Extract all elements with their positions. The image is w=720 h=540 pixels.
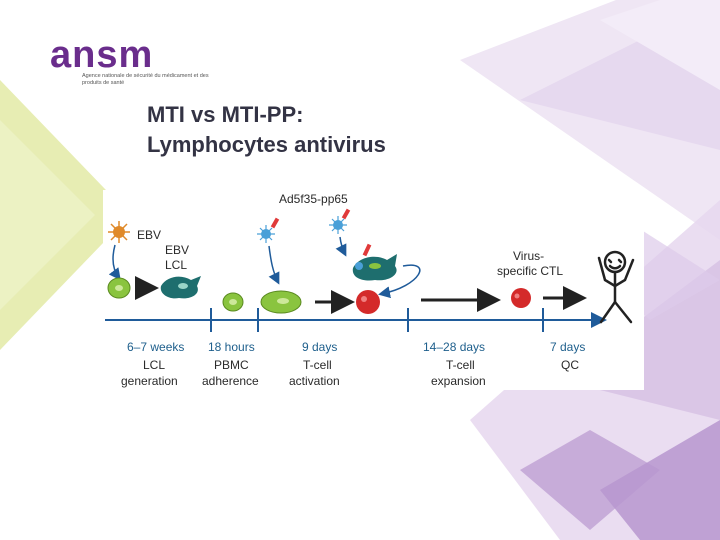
- step-label: generation: [121, 374, 178, 388]
- step-label: LCL: [143, 358, 166, 372]
- step-label: activation: [289, 374, 340, 388]
- ebv-virus-icon: [108, 221, 130, 243]
- logo-wordmark: ansm: [50, 34, 154, 76]
- ctl-icon: [511, 288, 531, 308]
- title-line-1: MTI vs MTI-PP:: [147, 102, 304, 127]
- step-label: adherence: [202, 374, 259, 388]
- ebv-lcl-label-line2: LCL: [165, 258, 188, 272]
- ebv-infection-arrow: [108, 244, 121, 281]
- title-line-2: Lymphocytes antivirus: [147, 132, 386, 157]
- duration-label: 18 hours: [208, 340, 255, 354]
- step-label: T-cell: [303, 358, 332, 372]
- ebv-lcl-label-line1: EBV: [165, 243, 190, 257]
- diagram-graphics: [105, 208, 635, 332]
- ebv-label: EBV: [137, 228, 162, 242]
- virus-ctl-label-line1: Virus-: [513, 249, 545, 263]
- process-diagram: Ad5f35-pp65 EBV EBV LCL Virus- specific …: [103, 190, 644, 390]
- adenovirus-icon: [329, 208, 351, 234]
- duration-label: 7 days: [550, 340, 586, 354]
- virus-ctl-label-line2: specific CTL: [497, 264, 564, 278]
- logo-subtext: Agence nationale de sécurité du médicame…: [82, 73, 209, 86]
- t-cell-icon: [356, 290, 380, 314]
- step-label: PBMC: [214, 358, 249, 372]
- duration-label: 9 days: [302, 340, 338, 354]
- loop-arrow: [378, 264, 421, 299]
- adenovirus-label: Ad5f35-pp65: [279, 192, 348, 206]
- duration-label: 6–7 weeks: [127, 340, 185, 354]
- adenovirus-icon: [257, 217, 280, 243]
- step-label: expansion: [431, 374, 486, 388]
- virus-entry-arrow: [268, 245, 280, 285]
- ansm-logo: ansm Agence nationale de sécurité du méd…: [50, 34, 220, 90]
- step-label: T-cell: [446, 358, 475, 372]
- patient-icon: [597, 250, 635, 324]
- slide-title: MTI vs MTI-PP: Lymphocytes antivirus: [147, 100, 386, 160]
- duration-label: 14–28 days: [423, 340, 486, 354]
- step-label: QC: [561, 358, 579, 372]
